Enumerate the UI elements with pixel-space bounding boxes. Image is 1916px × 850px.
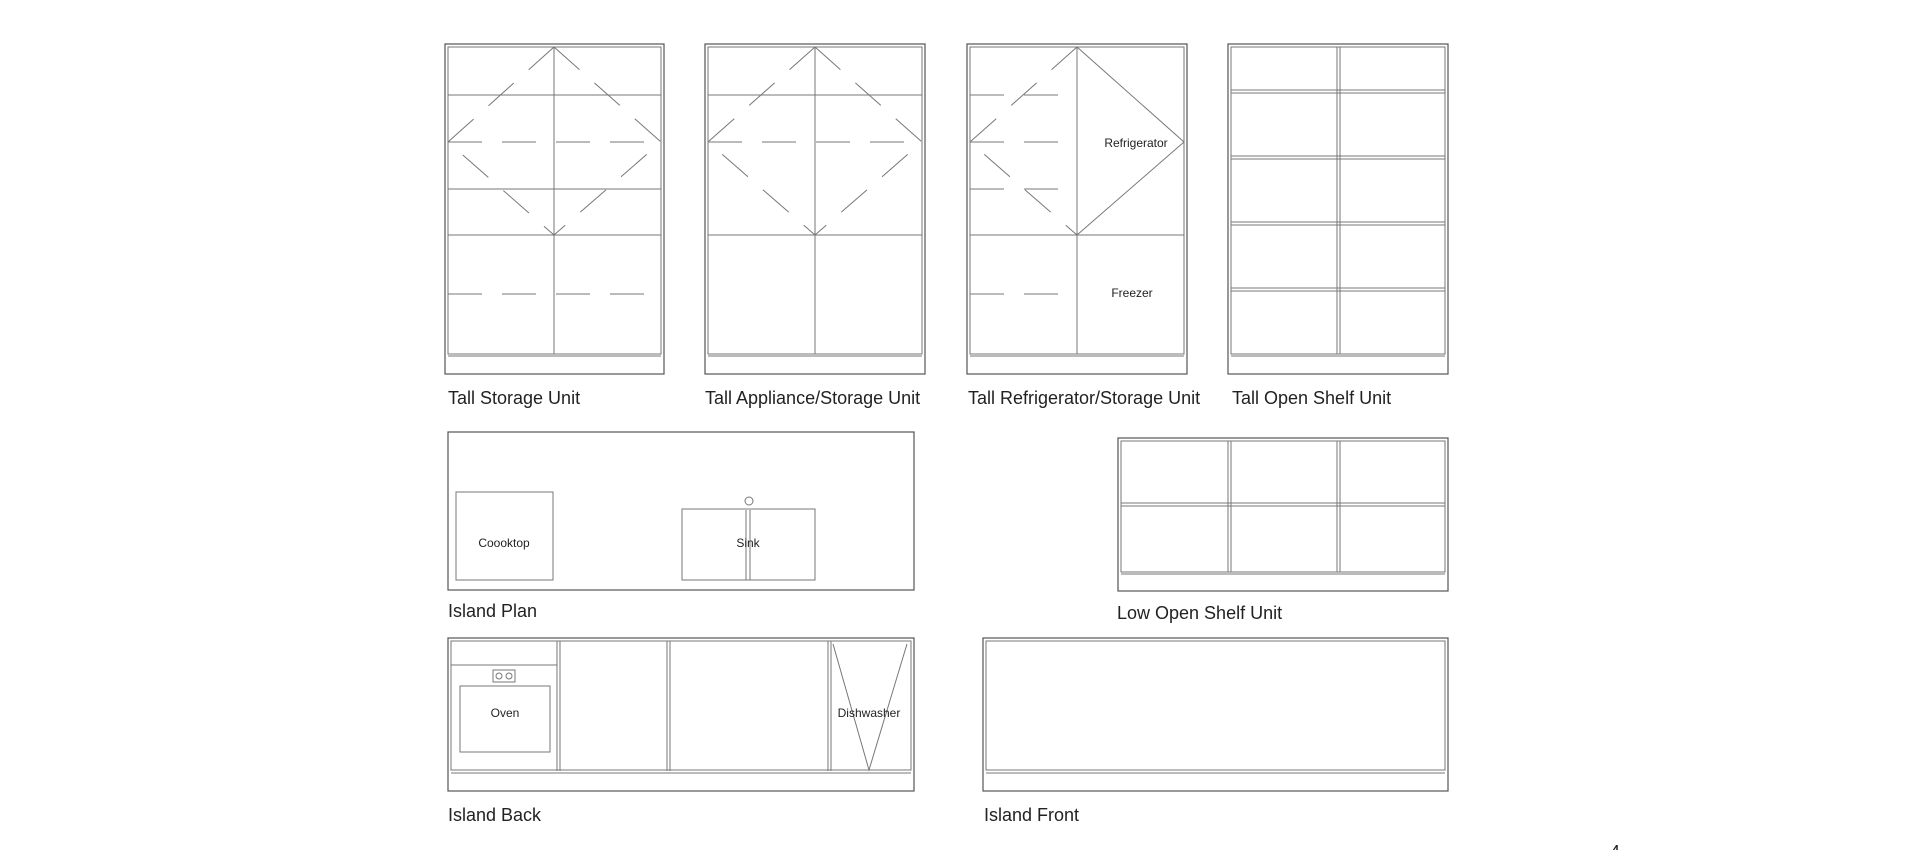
tag-dishwasher: Dishwasher <box>838 706 901 720</box>
label-low-open-shelf-unit: Low Open Shelf Unit <box>1117 603 1282 623</box>
label-island-back: Island Back <box>448 805 542 825</box>
sink-outline <box>681 508 816 581</box>
tag-refrigerator: Refrigerator <box>1104 136 1167 150</box>
tall-open-shelf-unit-drawing <box>1227 43 1449 375</box>
tall-storage-unit-drawing <box>444 43 665 375</box>
island-back-drawing <box>447 637 915 792</box>
page-number: 4 <box>1610 842 1620 850</box>
label-island-plan: Island Plan <box>448 601 537 621</box>
cooktop-outline <box>455 491 554 581</box>
label-tall-storage-unit: Tall Storage Unit <box>448 388 580 408</box>
low-open-shelf-unit-drawing <box>1117 437 1449 592</box>
tag-sink: Sink <box>736 536 760 550</box>
island-plan-drawing <box>447 431 915 591</box>
tag-freezer: Freezer <box>1111 286 1152 300</box>
label-tall-appliance-storage-unit: Tall Appliance/Storage Unit <box>705 388 920 408</box>
tag-cooktop: Coooktop <box>478 536 530 550</box>
oven-control-panel <box>492 669 516 683</box>
label-island-front: Island Front <box>984 805 1079 825</box>
tall-appliance-storage-unit-drawing <box>704 43 926 375</box>
faucet-outline <box>744 496 754 506</box>
label-tall-open-shelf-unit: Tall Open Shelf Unit <box>1232 388 1391 408</box>
oven-window <box>459 685 551 753</box>
island-front-drawing <box>982 637 1449 792</box>
tall-refrigerator-storage-unit-drawing <box>966 43 1188 375</box>
tag-oven: Oven <box>491 706 520 720</box>
label-tall-refrigerator-storage-unit: Tall Refrigerator/Storage Unit <box>968 388 1200 408</box>
